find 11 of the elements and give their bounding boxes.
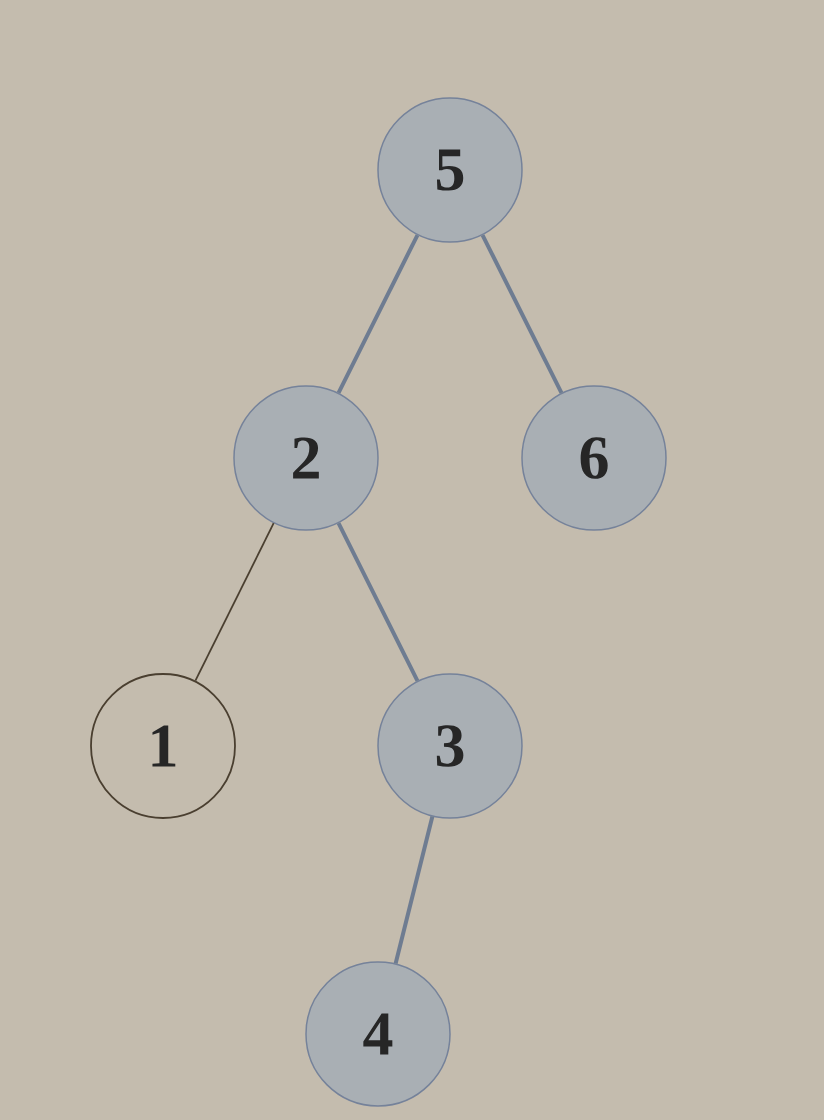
tree-edge (393, 816, 435, 964)
tree-node: 6 (521, 385, 667, 531)
tree-node: 5 (377, 97, 523, 243)
tree-edge (336, 234, 420, 394)
tree-edge (194, 522, 275, 682)
tree-edge (336, 522, 420, 682)
tree-node: 4 (305, 961, 451, 1107)
tree-node: 3 (377, 673, 523, 819)
tree-edge (480, 234, 564, 394)
tree-node: 2 (233, 385, 379, 531)
tree-node: 1 (90, 673, 236, 819)
